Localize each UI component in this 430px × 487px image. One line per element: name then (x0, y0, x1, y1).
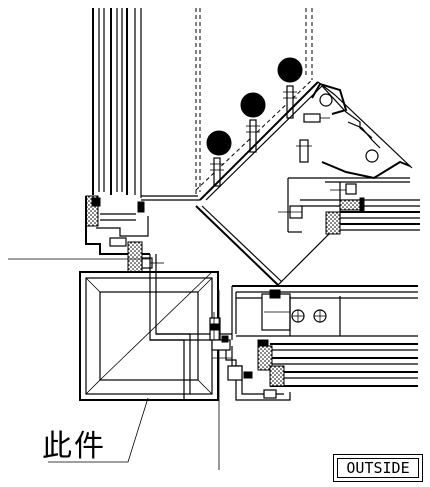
backer-rods (206, 57, 303, 156)
right-glass-panel-lower (211, 285, 418, 401)
vertical-glass-unit (92, 8, 142, 198)
right-glass-panel-upper (278, 149, 420, 235)
callout-leader-line (48, 397, 149, 463)
left-mullion-connection (85, 195, 164, 273)
diagonal-corner-mullion (195, 81, 413, 286)
insulation-zone-dashed (141, 8, 313, 201)
square-steel-tube (79, 271, 219, 401)
steel-bracket (149, 254, 232, 400)
outside-label: OUTSIDE (337, 458, 419, 478)
callout-label: 此件 (42, 429, 106, 464)
outside-label-box: OUTSIDE (333, 454, 423, 482)
corner-clip-upper-right (296, 82, 381, 163)
